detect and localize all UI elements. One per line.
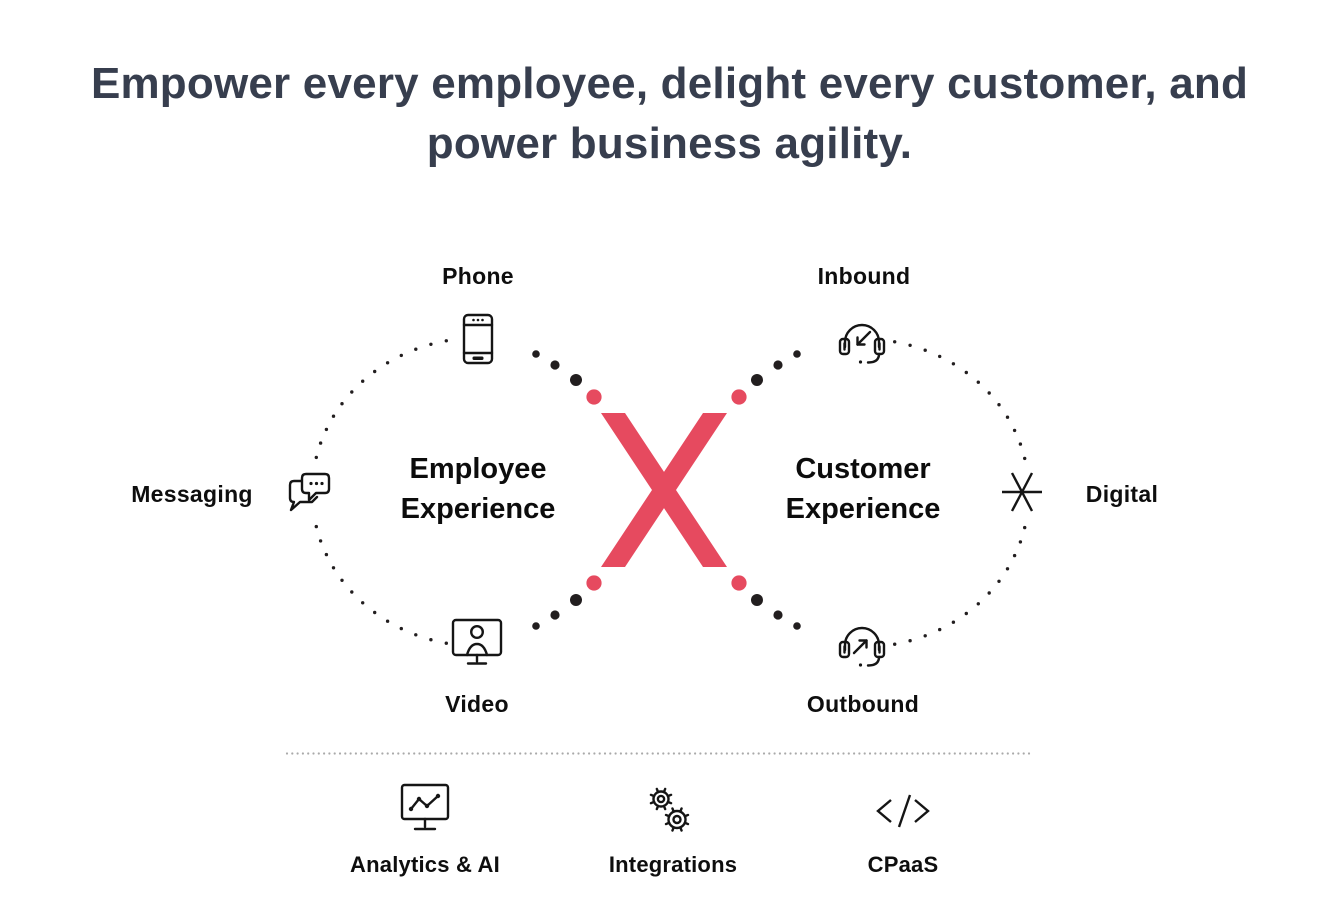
analytics-icon <box>397 780 453 838</box>
digital-label: Digital <box>1085 481 1159 507</box>
customer-experience-line2: Experience <box>785 493 941 525</box>
x-logo <box>601 413 727 567</box>
asterisk-icon <box>998 468 1046 516</box>
employee-experience-title: Employee Experience <box>348 449 608 529</box>
customer-experience-line1: Customer <box>795 453 931 485</box>
inbound-label: Inbound <box>817 263 911 289</box>
page-title-line2: power business agility. <box>426 119 913 168</box>
chat-bubbles-icon <box>284 466 336 518</box>
headset-outbound-icon <box>834 616 890 672</box>
video-call-icon <box>449 615 505 667</box>
customer-experience-title: Customer Experience <box>733 449 993 529</box>
cpaas-label: CPaaS <box>867 852 939 877</box>
integrations-label: Integrations <box>608 852 738 877</box>
employee-experience-line2: Experience <box>400 493 556 525</box>
outbound-label: Outbound <box>806 691 920 717</box>
headset-inbound-icon <box>834 313 890 369</box>
phone-label: Phone <box>442 263 514 289</box>
integrations-icon <box>641 779 697 841</box>
employee-experience-line1: Employee <box>409 453 547 485</box>
phone-icon <box>458 311 498 367</box>
messaging-label: Messaging <box>131 481 253 507</box>
page-title-line1: Empower every employee, delight every cu… <box>90 59 1249 108</box>
video-label: Video <box>445 691 509 717</box>
page-title: Empower every employee, delight every cu… <box>0 54 1339 174</box>
code-icon <box>871 783 935 839</box>
analytics-label: Analytics & AI <box>350 852 500 877</box>
